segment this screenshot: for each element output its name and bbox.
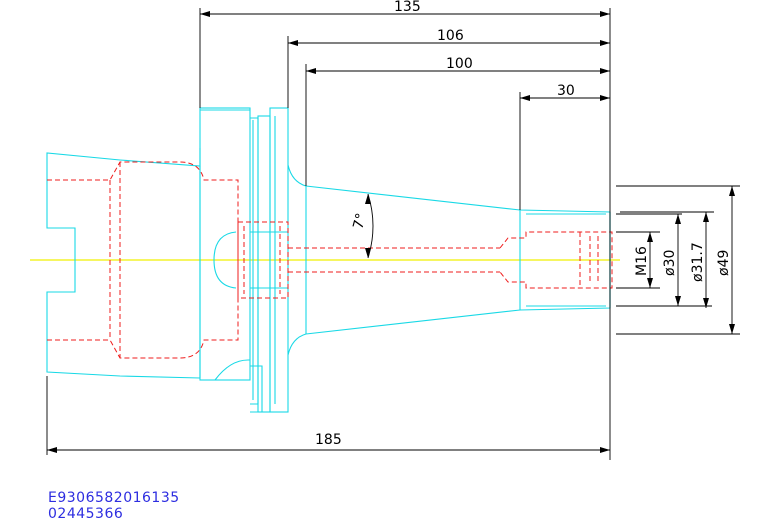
part-number-line2: 02445366 [48,506,124,522]
dim-30: 30 [557,83,575,99]
dim-thread: M16 [634,246,650,276]
dim-angle: 7° [350,212,370,232]
dim-dia30: ø30 [662,250,678,276]
dimension-lines [46,8,740,460]
dim-106: 106 [437,28,464,44]
dim-100: 100 [446,56,473,72]
part-number-line1: E9306582016135 [48,490,180,506]
dim-135: 135 [394,0,421,15]
dim-dia49: ø49 [716,250,732,276]
dim-185: 185 [315,432,342,448]
dimension-arrows [47,11,735,453]
hidden-lines [47,161,613,359]
dim-dia31-7: ø31.7 [690,242,706,282]
